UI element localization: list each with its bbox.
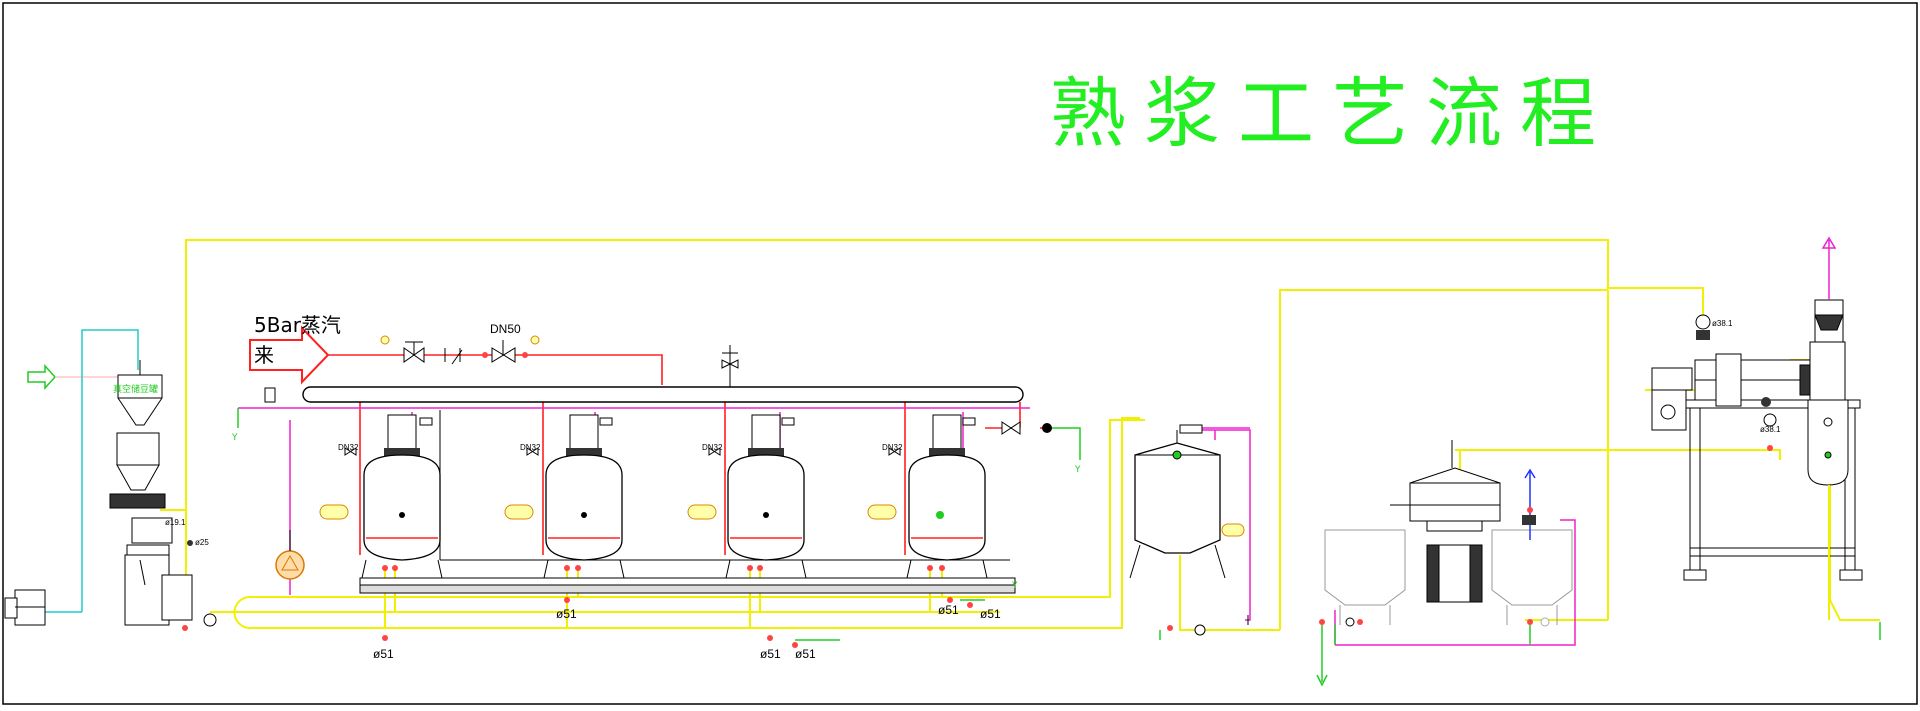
pipe-size-2: ø51 — [373, 647, 394, 661]
left-filter-vessel — [1324, 529, 1406, 625]
small-tag-b: ø38.1 — [1760, 425, 1781, 434]
pipe-size-top: ø38.1 — [1712, 319, 1733, 328]
deaerator-column — [1807, 299, 1849, 486]
storage-tank — [1129, 424, 1245, 579]
homogenizer-motor — [1651, 353, 1816, 431]
vacuum-hopper — [117, 360, 163, 426]
bottom-valves-right — [1316, 617, 1550, 687]
cooking-tank-3: DN32 — [687, 414, 807, 579]
drain-mark-right: Y — [1074, 465, 1081, 475]
steam-inlet-arrow: 5Bar蒸汽 来 — [249, 313, 341, 385]
valve-size-label: DN50 — [490, 322, 521, 336]
vacuum-line — [81, 329, 139, 612]
vacuum-pump — [4, 589, 46, 626]
pipe-size-5: ø51 — [938, 603, 959, 617]
tank-2-tag: DN32 — [520, 443, 541, 452]
pipe-size-4: ø51 — [795, 647, 816, 661]
cooking-tank-2: DN32 — [504, 414, 625, 579]
tank-4-tag: DN32 — [882, 443, 903, 452]
hopper-label: 真空储豆罐 — [113, 383, 158, 395]
safety-valve — [721, 345, 739, 388]
deaerator-outlet — [1695, 236, 1881, 640]
steam-header-pipe — [302, 386, 1024, 403]
centrifuge — [1390, 440, 1501, 603]
transfer-pump-left — [203, 613, 217, 627]
centrifuge-inlet — [1522, 468, 1536, 540]
small-valves-left: ø25 ø19.1 — [165, 518, 209, 631]
outlet-valves — [382, 597, 985, 648]
indicator-left — [264, 387, 276, 403]
tank-1-tag: DN32 — [338, 443, 359, 452]
steam-pressure-label: 5Bar蒸汽 — [254, 313, 341, 337]
cooking-tank-1: DN32 — [319, 414, 443, 579]
small-tag-a: ø25 — [195, 538, 209, 547]
steam-trap — [988, 421, 1081, 460]
diagram-title: 熟浆工艺流程 — [1050, 69, 1614, 158]
tank-3-tag: DN32 — [702, 443, 723, 452]
grinder-mill — [109, 432, 193, 626]
storage-tank-outlet — [1159, 615, 1249, 640]
steam-valve-group: DN50 — [380, 322, 540, 365]
drain-mark-skid: Y — [1011, 581, 1018, 591]
cooking-tank-4: DN32 — [867, 414, 988, 579]
yellow-pipelines — [160, 239, 1880, 631]
right-filter-vessel — [1491, 529, 1573, 625]
steam-direction-label: 来 — [254, 343, 274, 367]
raw-inlet-arrow — [27, 364, 120, 390]
pipe-size-1: ø51 — [556, 607, 577, 621]
pipe-size-6: ø51 — [980, 607, 1001, 621]
pipe-size-3: ø51 — [760, 647, 781, 661]
small-tag-c: ø19.1 — [165, 518, 186, 527]
drain-mark-left: Y — [231, 433, 238, 443]
plate-pump — [275, 530, 305, 580]
